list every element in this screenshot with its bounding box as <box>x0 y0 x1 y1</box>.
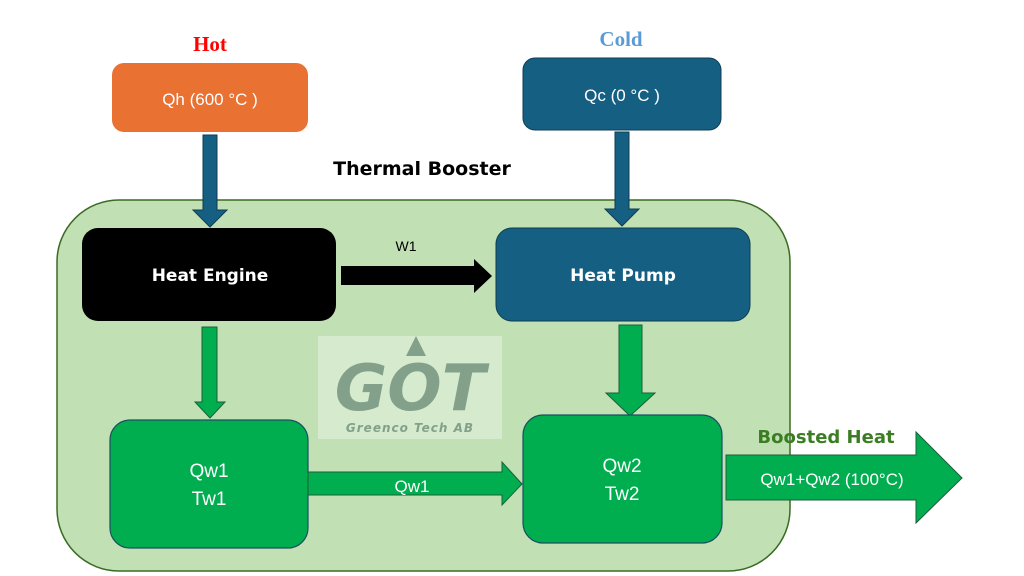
store2-box <box>522 414 723 544</box>
diagram-title: Thermal Booster <box>333 158 511 180</box>
cold-source-box <box>522 57 722 131</box>
boosted-heat-title: Boosted Heat <box>757 427 895 448</box>
logo-company: Greenco Tech AB <box>346 421 474 435</box>
pump-to-store2-arrow <box>604 324 657 417</box>
hot-source-box <box>112 63 308 132</box>
heat-engine-label: Heat Engine <box>152 266 269 286</box>
boosted-heat-arrow <box>725 430 963 525</box>
greenco-logo: GOT Greenco Tech AB <box>318 336 502 439</box>
logo-mark: GOT <box>335 352 490 426</box>
work-arrow <box>341 259 492 293</box>
tree-icon <box>406 336 426 356</box>
transfer-label: Qw1 <box>395 477 430 496</box>
boosted-heat-label: Qw1+Qw2 (100°C) <box>760 470 903 489</box>
heat-pump-label: Heat Pump <box>570 266 676 286</box>
heat-pump-box <box>495 227 751 322</box>
hot-input-arrow <box>191 134 229 228</box>
cold-source-label: Qc (0 °C ) <box>584 86 660 105</box>
hot-label: Hot <box>193 32 227 56</box>
store1-q-label: Qw1 <box>189 461 228 482</box>
cold-label: Cold <box>599 27 643 51</box>
transfer-arrow <box>307 460 523 507</box>
store1-box <box>109 419 309 549</box>
store1-t-label: Tw1 <box>192 489 227 510</box>
store2-t-label: Tw2 <box>605 484 640 505</box>
hot-source-label: Qh (600 °C ) <box>162 90 258 109</box>
engine-to-store1-arrow <box>193 326 227 419</box>
heat-engine-box <box>82 228 336 321</box>
work-label: W1 <box>396 238 417 254</box>
cold-input-arrow <box>603 131 641 227</box>
store2-q-label: Qw2 <box>602 456 641 477</box>
